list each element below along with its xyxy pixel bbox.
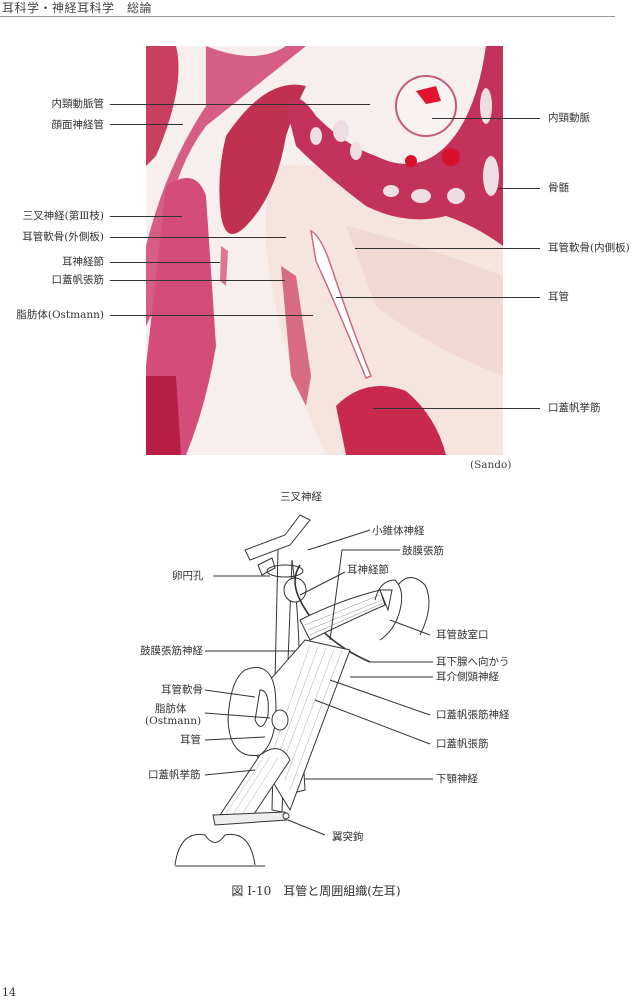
label-levator-veli-diagram: 口蓋帆挙筋: [148, 769, 201, 781]
label-marrow: 骨髄: [548, 182, 569, 194]
leader-line: [432, 118, 540, 119]
leader-line: [110, 216, 182, 217]
label-fat-body: 脂肪体: [155, 703, 187, 715]
figure-caption: 図 I-10 耳管と周囲組織(左耳): [231, 884, 401, 898]
label-lesser-petrosal-nerve: 小錐体神経: [372, 525, 425, 537]
label-mandibular-nerve: 下顎神経: [436, 773, 478, 785]
label-cartilage-medial: 耳管軟骨(内側板): [548, 242, 630, 254]
label-to-parotid: 耳下腺へ向かう: [436, 656, 510, 668]
label-internal-carotid-canal: 内頸動脈管: [51, 98, 105, 110]
leader-line: [110, 237, 286, 238]
leader-line: [110, 104, 370, 105]
label-cartilage-diagram: 耳管軟骨: [161, 684, 203, 696]
label-internal-carotid: 内頸動脈: [548, 112, 590, 124]
leader-line: [355, 248, 540, 249]
label-tensor-tympani: 鼓膜張筋: [402, 545, 444, 557]
leader-line: [498, 188, 540, 189]
leader-line: [110, 262, 220, 263]
leader-line: [336, 297, 540, 298]
label-fat-body-ostmann: (Ostmann): [145, 715, 202, 727]
label-levator-veli-palatini: 口蓋帆挙筋: [548, 402, 601, 414]
label-nerve-tensor-tympani: 鼓膜張筋神経: [140, 645, 203, 657]
label-tube-diagram: 耳管: [180, 734, 201, 746]
label-facial-canal: 顔面神経管: [51, 119, 105, 131]
label-tensor-veli-diagram: 口蓋帆張筋: [436, 738, 489, 750]
header-title: 耳科学・神経耳科学 総論: [2, 1, 153, 15]
label-tensor-veli-palatini: 口蓋帆張筋: [51, 274, 105, 286]
label-auriculotemporal-nerve: 耳介側頭神経: [436, 671, 499, 683]
label-trigeminal-v3: 三叉神経(第Ⅲ枝): [22, 210, 104, 222]
label-trigeminal-nerve: 三叉神経: [280, 491, 322, 503]
leader-line: [110, 124, 183, 125]
label-nerve-tensor-veli: 口蓋帆張筋神経: [436, 709, 510, 721]
label-otic-ganglion: 耳神経節: [62, 256, 104, 268]
leader-line: [110, 280, 285, 281]
histology-image: [146, 46, 503, 455]
anatomy-diagram: [0, 480, 632, 880]
label-foramen-ovale: 卵円孔: [172, 570, 204, 582]
label-hamulus: 翼突鉤: [332, 831, 364, 843]
label-tympanic-orifice: 耳管鼓室口: [436, 629, 489, 641]
label-otic-ganglion-diagram: 耳神経節: [347, 564, 389, 576]
label-cartilage-lateral: 耳管軟骨(外側板): [22, 231, 104, 243]
running-header: 耳科学・神経耳科学 総論: [0, 0, 615, 17]
label-eustachian-tube: 耳管: [548, 291, 569, 303]
leader-line: [110, 315, 313, 316]
label-ostmann-fat: 脂肪体(Ostmann): [16, 309, 104, 321]
page-number: 14: [2, 986, 16, 999]
leader-line: [373, 408, 540, 409]
image-credit: (Sando): [470, 459, 512, 471]
